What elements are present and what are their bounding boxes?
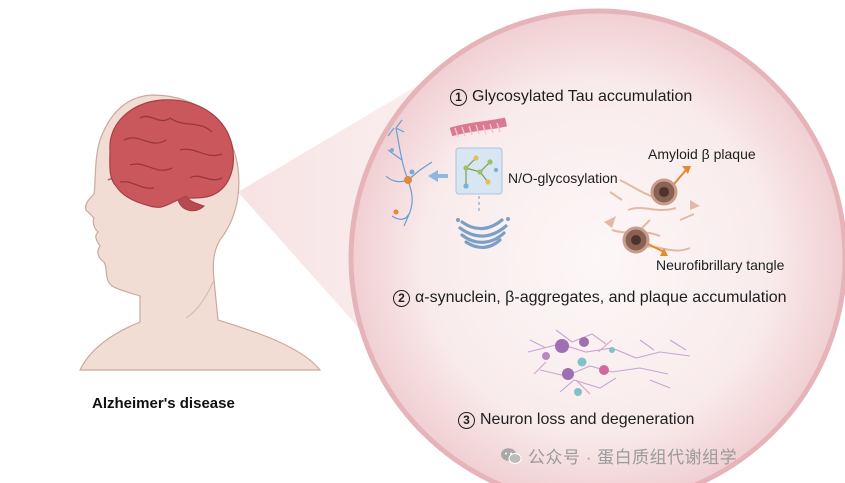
neuron-icon <box>385 119 433 227</box>
disease-caption: Alzheimer's disease <box>92 395 235 412</box>
step-1: 1 Glycosylated Tau accumulation <box>450 88 692 106</box>
watermark-text: 公众号 · 蛋白质组代谢组学 <box>528 448 738 467</box>
step-3-number: 3 <box>458 411 475 429</box>
golgi-icon <box>456 217 510 249</box>
transport-arrow-icon <box>428 170 448 182</box>
step-1-label: Glycosylated Tau accumulation <box>472 88 693 105</box>
watermark: 公众号 · 蛋白质组代谢组学 <box>500 443 737 468</box>
amyloid-plaque-icon <box>604 166 700 256</box>
step-3: 3 Neuron loss and degeneration <box>458 411 694 429</box>
brain-icon <box>109 99 234 212</box>
step-2-number: 2 <box>393 289 410 307</box>
wechat-icon <box>501 447 522 464</box>
neurofibrillary-tangle-label: Neurofibrillary tangle <box>656 257 785 273</box>
tau-fibril-icon <box>449 117 507 138</box>
step-1-number: 1 <box>450 88 467 106</box>
step-2: 2 α-synuclein, β-aggregates, and plaque … <box>393 289 787 307</box>
neuron-network-icon <box>527 329 691 396</box>
glycosylation-label: N/O-glycosylation <box>508 170 618 186</box>
step-2-label: α-synuclein, β-aggregates, and plaque ac… <box>415 289 787 306</box>
glycan-tree-icon <box>455 147 503 195</box>
step-3-label: Neuron loss and degeneration <box>480 411 695 428</box>
amyloid-plaque-label: Amyloid β plaque <box>648 146 756 162</box>
